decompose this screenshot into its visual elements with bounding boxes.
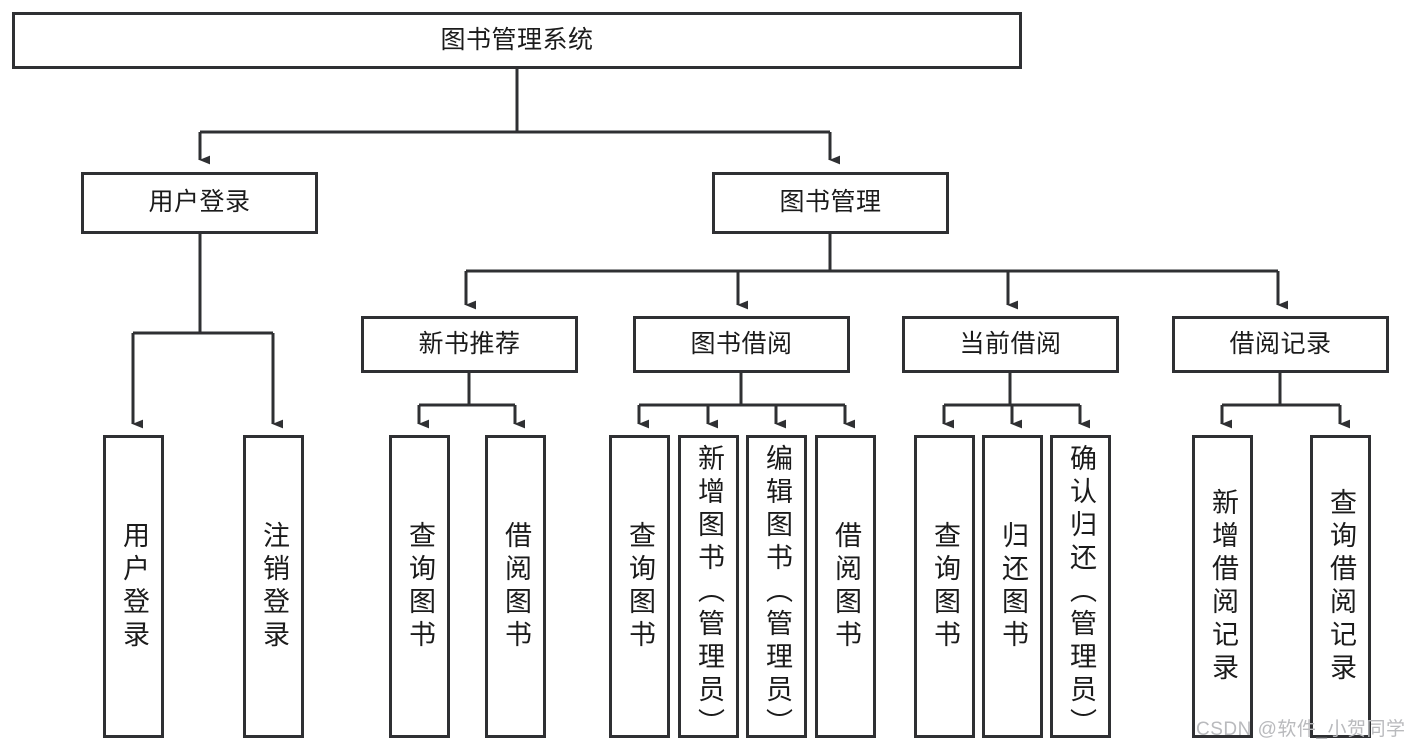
node-root[interactable]: 图书管理系统 xyxy=(12,12,1022,69)
node-leaf-edit-book[interactable]: 编辑图书（管理员） xyxy=(746,435,807,741)
node-book-borrow-label: 图书借阅 xyxy=(690,329,793,358)
node-leaf-borrow-book-1-label: 借阅图书 xyxy=(501,520,531,653)
node-current-borrow-label: 当前借阅 xyxy=(959,329,1062,358)
node-borrow-record-label: 借阅记录 xyxy=(1229,329,1332,358)
node-new-book-rec[interactable]: 新书推荐 xyxy=(361,316,578,373)
node-leaf-return-book[interactable]: 归还图书 xyxy=(982,435,1043,738)
node-leaf-add-record[interactable]: 新增借阅记录 xyxy=(1192,435,1253,738)
node-leaf-borrow-book-1[interactable]: 借阅图书 xyxy=(485,435,546,738)
node-leaf-add-book[interactable]: 新增图书（管理员） xyxy=(678,435,739,741)
node-leaf-query-book-3[interactable]: 查询图书 xyxy=(914,435,975,738)
node-leaf-add-book-label: 新增图书（管理员） xyxy=(694,444,724,741)
node-leaf-confirm-return-label: 确认归还（管理员） xyxy=(1066,444,1096,741)
node-leaf-edit-book-label: 编辑图书（管理员） xyxy=(762,444,792,741)
node-book-manage[interactable]: 图书管理 xyxy=(712,172,949,234)
node-user-login[interactable]: 用户登录 xyxy=(81,172,318,234)
node-root-label: 图书管理系统 xyxy=(440,25,594,54)
node-borrow-record[interactable]: 借阅记录 xyxy=(1172,316,1389,373)
node-leaf-query-book-3-label: 查询图书 xyxy=(930,520,960,653)
node-book-borrow[interactable]: 图书借阅 xyxy=(633,316,850,373)
node-new-book-rec-label: 新书推荐 xyxy=(418,329,521,358)
node-leaf-query-book-2[interactable]: 查询图书 xyxy=(609,435,670,738)
node-book-manage-label: 图书管理 xyxy=(779,188,882,217)
node-leaf-query-record[interactable]: 查询借阅记录 xyxy=(1310,435,1371,738)
node-leaf-query-record-label: 查询借阅记录 xyxy=(1326,487,1356,686)
node-leaf-borrow-book-2-label: 借阅图书 xyxy=(831,520,861,653)
node-leaf-query-book-1-label: 查询图书 xyxy=(405,520,435,653)
node-leaf-borrow-book-2[interactable]: 借阅图书 xyxy=(815,435,876,738)
node-leaf-query-book-2-label: 查询图书 xyxy=(625,520,655,653)
node-leaf-user-login[interactable]: 用户登录 xyxy=(103,435,164,738)
node-leaf-user-logout[interactable]: 注销登录 xyxy=(243,435,304,738)
node-leaf-confirm-return[interactable]: 确认归还（管理员） xyxy=(1050,435,1111,741)
csdn-watermark: CSDN @软件_小贺同学 xyxy=(1196,719,1405,740)
node-current-borrow[interactable]: 当前借阅 xyxy=(902,316,1119,373)
node-leaf-user-login-label: 用户登录 xyxy=(119,520,149,653)
node-leaf-add-record-label: 新增借阅记录 xyxy=(1208,487,1238,686)
node-leaf-return-book-label: 归还图书 xyxy=(998,520,1028,653)
node-leaf-query-book-1[interactable]: 查询图书 xyxy=(389,435,450,738)
node-leaf-user-logout-label: 注销登录 xyxy=(259,520,289,653)
node-user-login-label: 用户登录 xyxy=(148,188,251,217)
